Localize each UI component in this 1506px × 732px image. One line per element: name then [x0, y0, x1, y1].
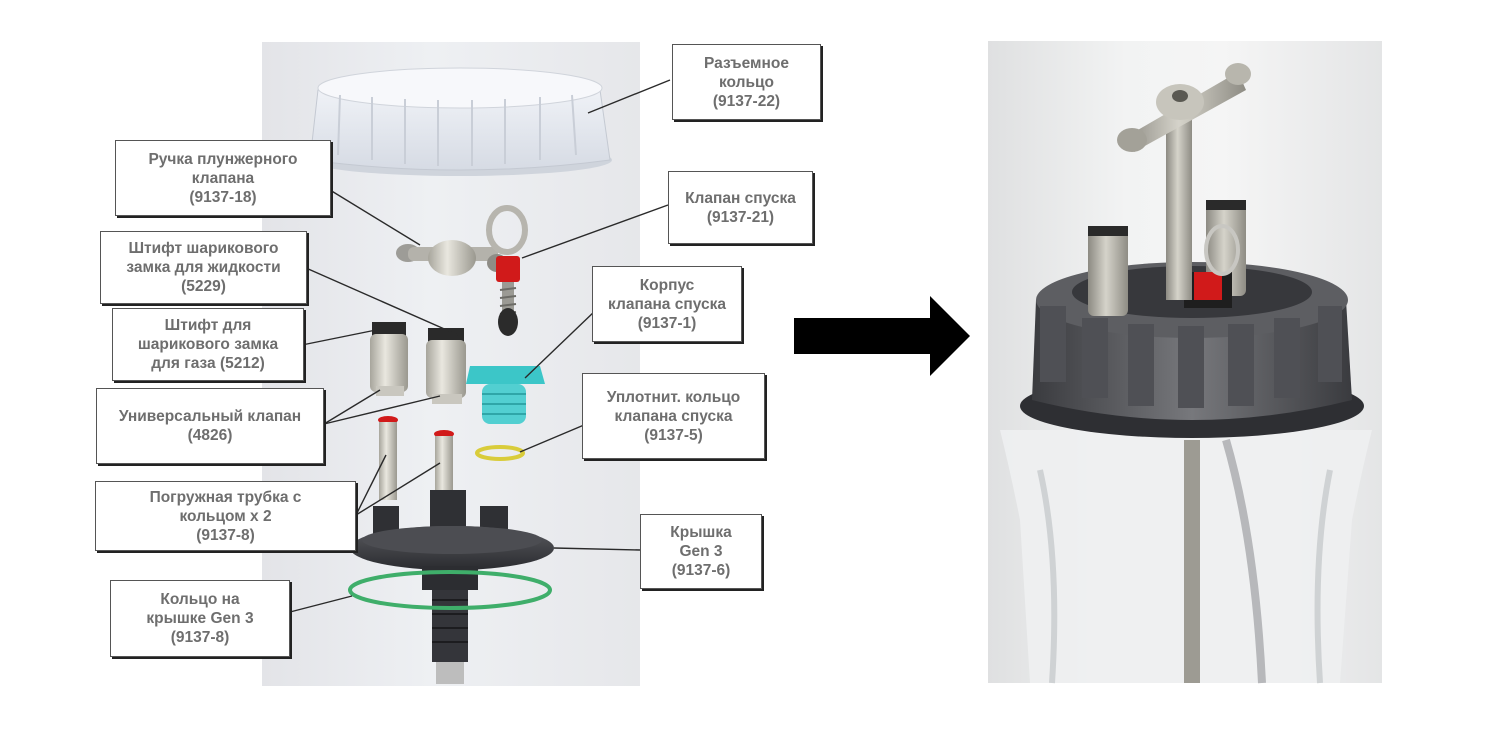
lid-part	[350, 490, 554, 684]
drain-valve-part	[486, 205, 528, 336]
ball-lock-pins	[370, 322, 466, 404]
dip-tubes-part	[378, 416, 454, 506]
drain-valve-body-part	[466, 366, 545, 424]
right-arrow	[794, 296, 970, 376]
split-ring-part	[308, 67, 612, 176]
lid-oring-part	[348, 570, 552, 610]
label-universal-valve: Универсальный клапан(4826)	[96, 388, 324, 464]
plunger-handle-part	[396, 240, 507, 276]
label-drain-valve: Клапан спуска(9137-21)	[668, 171, 813, 244]
drain-seal-ring-part	[475, 445, 525, 461]
leader-lines	[289, 79, 671, 613]
